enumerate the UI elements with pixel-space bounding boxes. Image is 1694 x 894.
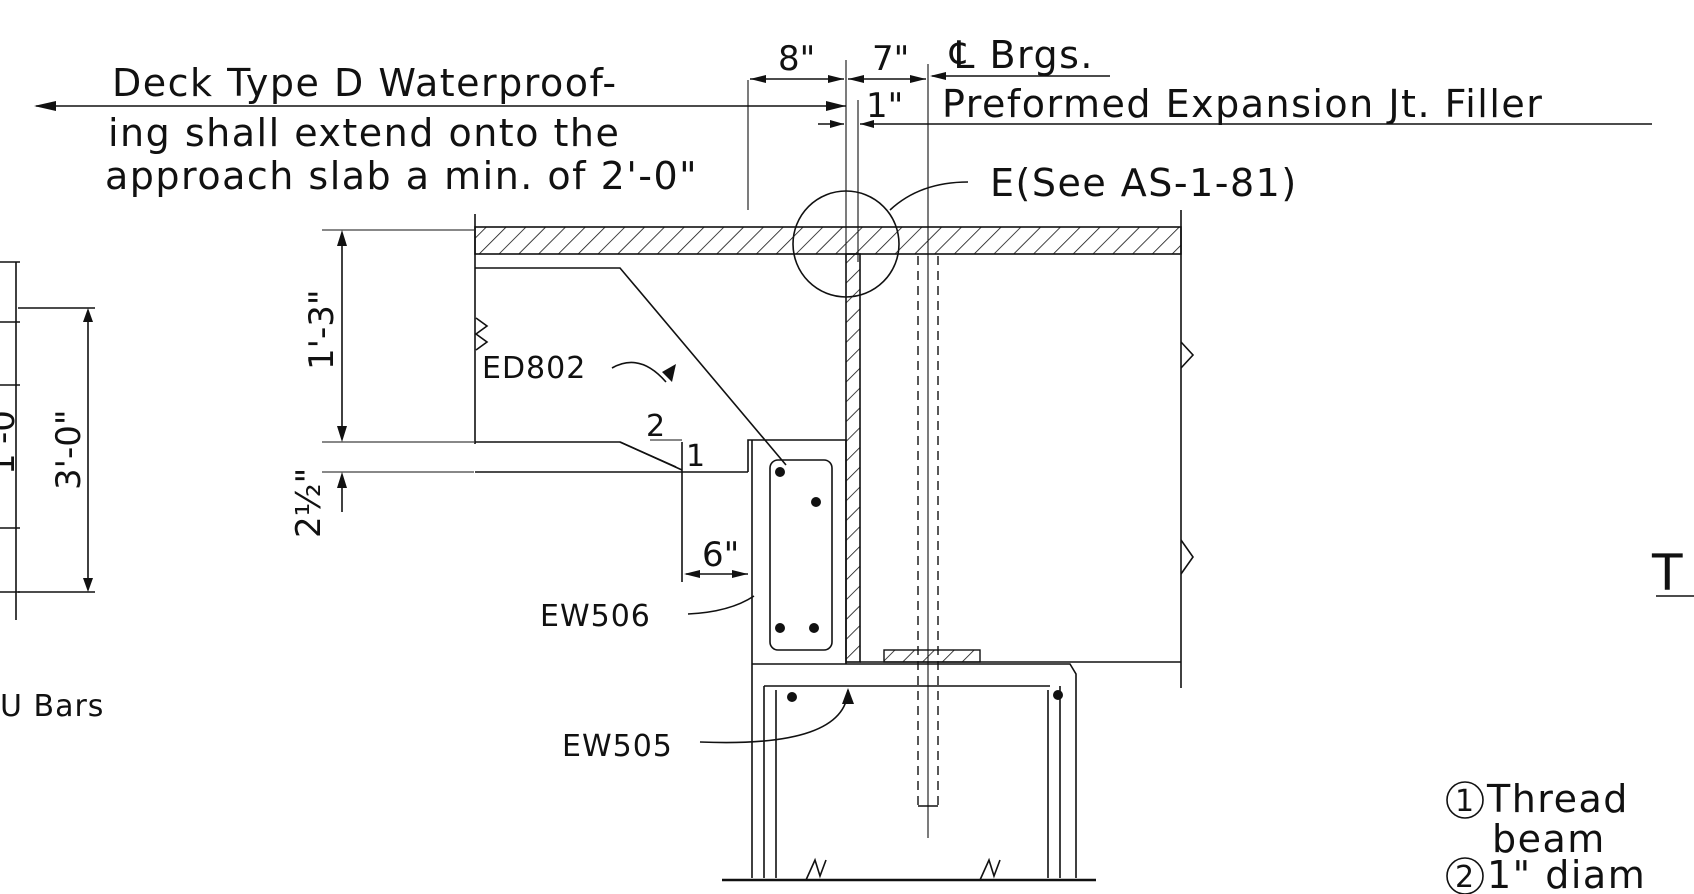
bar-ew506-label: EW506 [540,599,651,634]
cl-bearings-label: ℄ Brgs. [949,33,1094,77]
expansion-joint-filler-label: Preformed Expansion Jt. Filler [942,82,1543,126]
waterproofing-note-line1: Deck Type D Waterproof- [112,61,618,105]
approach-slab: 2 1 6" [475,267,787,582]
dim-1in: 1" [866,86,903,126]
dim-1ft-3in: 1'-3" [302,289,342,370]
footnote-1-continuation: beam [1492,817,1606,861]
footnote-2-number: 2 [1455,860,1475,894]
dim-2-half-in: 2½" [289,468,329,538]
waterproofing-note-line2: ing shall extend onto the [108,111,620,155]
paving-notch [747,439,847,878]
dim-6in: 6" [702,535,739,575]
left-dimensions: 1'-3" 2½" [289,229,474,538]
bar-labels: ED802 EW506 EW505 [482,351,854,764]
detail-e-reference: E(See AS-1-81) [990,161,1298,205]
waterproofing-note-line3: approach slab a min. of 2'-0" [105,154,698,198]
bar-ed802-label: ED802 [482,351,586,386]
waterproofing-note: Deck Type D Waterproof- ing shall extend… [34,61,846,198]
backwall [845,253,1181,807]
dim-8in: 8" [778,39,815,79]
footnote-1-number: 1 [1455,784,1475,819]
deck-slab [474,210,1195,688]
top-dimensions: 8" 7" ℄ Brgs. 1" Preformed Expansion Jt.… [747,33,1652,838]
left-partial-section: 3'-0" 1'-0 U Bars [0,261,104,724]
footnote-1-text: Thread [1486,777,1629,821]
dim-left-partial: 1'-0 [0,410,23,475]
footnote-2-text: 1" diam [1487,853,1646,894]
slope-run: 2 [646,409,666,444]
abutment-cap [722,663,1096,882]
bar-ew505-label: EW505 [562,729,673,764]
right-notes: T 1 Thread beam 2 1" diam [1446,544,1694,894]
u-bars-label: U Bars [0,689,104,724]
dim-3ft-0in: 3'-0" [49,409,89,490]
dim-7in: 7" [872,39,909,79]
slope-rise: 1 [686,439,706,474]
right-partial-title: T [1651,544,1684,602]
